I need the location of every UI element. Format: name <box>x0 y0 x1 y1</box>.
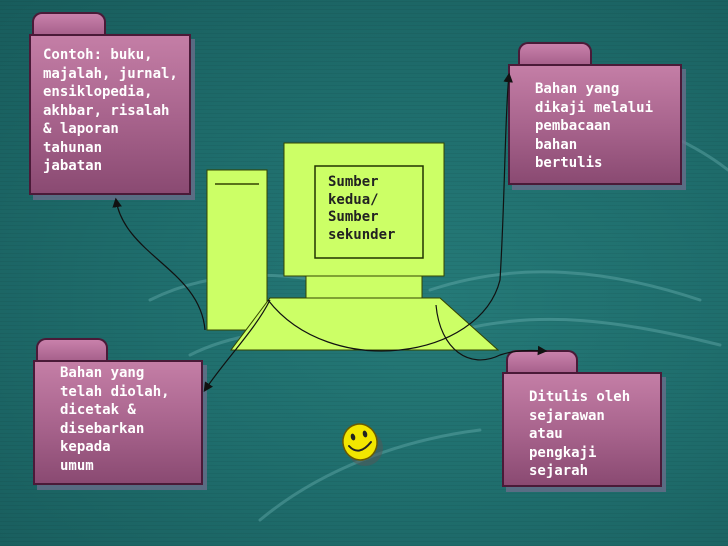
computer-screen <box>314 165 424 259</box>
folder-bottom-left-text: Bahan yang telah diolah, dicetak & diseb… <box>60 365 170 474</box>
folder-bottom-right-text: Ditulis oleh sejarawan atau pengkaji sej… <box>529 389 631 479</box>
computer-label: Sumber kedua/ Sumber sekunder <box>328 174 396 243</box>
computer-tower <box>206 169 268 331</box>
folder-top-right: Bahan yang dikaji melalui pembacaan baha… <box>508 42 682 185</box>
folder-top-left-text: Contoh: buku, majalah, jurnal, ensiklope… <box>43 47 178 174</box>
folder-bottom-right: Ditulis oleh sejarawan atau pengkaji sej… <box>502 350 662 487</box>
folder-top-left: Contoh: buku, majalah, jurnal, ensiklope… <box>29 12 191 195</box>
arrow-to-top-left <box>112 197 206 331</box>
arrow-to-bottom-left <box>203 299 271 392</box>
arrow-to-bottom-right <box>435 304 548 361</box>
arrow-to-top-right <box>267 72 513 352</box>
folder-bottom-left: Bahan yang telah diolah, dicetak & diseb… <box>33 338 203 485</box>
computer-keyboard <box>230 297 500 351</box>
folder-top-right-text: Bahan yang dikaji melalui pembacaan baha… <box>535 81 654 171</box>
